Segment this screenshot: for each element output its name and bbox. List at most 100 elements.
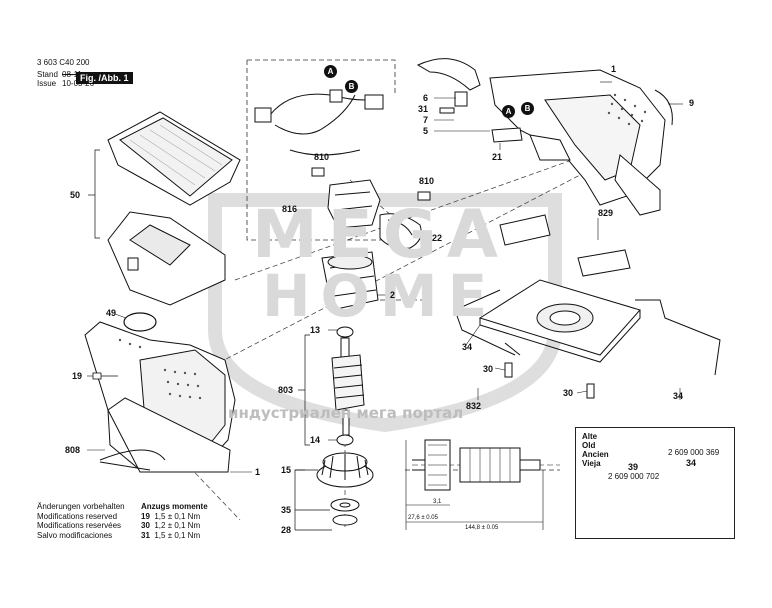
legend-label-old: Old [582,441,596,450]
dimension-3: 144,8 ± 0.05 [465,525,499,531]
stand-label: Stand [37,70,58,79]
fan-wheel [316,452,374,488]
note-fr: Modifications reservées [37,521,122,530]
legend-part-old-number: 2 609 000 702 [608,472,660,481]
dust-filter-cover [107,111,241,206]
part-816: 816 [282,204,298,214]
part-808: 808 [65,445,81,455]
torque-ref: 30 [141,521,150,530]
dimension-2: 27,6 ± 0.05 [408,515,438,521]
marker-a-right: A [502,105,515,118]
screw-31 [439,107,455,114]
leader-lines [87,81,683,473]
cable-set [254,89,384,156]
pad-810-right [417,191,431,201]
part-30-left: 30 [483,364,494,374]
part-19: 19 [72,371,83,381]
figure-label: Fig. /Abb. 1 [76,72,133,84]
issue-label: Issue [37,79,57,88]
part-28: 28 [281,525,292,535]
clamp-wire-right [635,299,721,376]
torque-row: 30 1,2 ± 0,1 Nm [141,521,208,531]
housing-upper [416,58,666,216]
filter-mesh [129,124,223,186]
housing-upper-dots [607,93,647,126]
housing-grip-dots [118,338,202,400]
switch-block [327,179,381,229]
dust-box [107,211,226,306]
clamp-6 [454,91,468,107]
part-13: 13 [310,325,321,335]
torque-value: 1,2 ± 0,1 Nm [154,521,201,530]
part-829: 829 [598,208,614,218]
watermark-tagline: индустриален мега портал [228,404,464,422]
part-1-top: 1 [611,64,617,74]
watermark-line2: HOME [262,262,498,330]
legend-part-old: 39 [628,462,639,472]
legend-label-alte: Alte [582,432,598,441]
torque-row: 19 1,5 ± 0,1 Nm [141,512,208,522]
legend-part-new-number: 2 609 000 369 [668,448,720,457]
torque-table: Anzugs momente 19 1,5 ± 0,1 Nm 30 1,2 ± … [141,502,208,540]
dimension-drawing [405,439,560,530]
part-22: 22 [432,233,443,243]
part-9: 9 [689,98,695,108]
part-832: 832 [466,401,482,411]
watermark-line1: MEGA [252,196,509,273]
torque-ref: 31 [141,530,150,540]
note-de: Änderungen vorbehalten [37,502,125,511]
part-2: 2 [390,290,396,300]
part-7: 7 [423,115,429,125]
part-30-right: 30 [563,388,574,398]
part-34-left: 34 [462,342,473,352]
part-21: 21 [492,152,503,162]
legend-label-vieja: Vieja [582,459,601,468]
part-14: 14 [310,435,321,445]
armature-shaft [331,326,365,446]
part-5: 5 [423,126,429,136]
stator [321,251,379,311]
stand-value: 08-11 [62,70,82,79]
legend-part-new: 34 [686,458,697,468]
marker-a-top: A [324,65,337,78]
part-50: 50 [70,190,81,200]
bracket-50 [88,149,100,239]
clamp-wire-left [454,289,521,356]
part-810-left: 810 [314,152,330,162]
torque-value: 1,5 ± 0,1 Nm [154,511,201,521]
washer-35-hole [339,502,351,508]
legend-label-ancien: Ancien [582,450,609,459]
watermark-shield [208,193,562,433]
torque-row: 31 1,5 ± 0,1 Nm [141,531,208,541]
torque-title: Anzugs momente [141,502,208,511]
marker-b-top: B [345,80,358,93]
part-31: 31 [418,104,429,114]
cable-set-frame [246,59,396,241]
housing-lower [84,321,236,473]
brackets-armature [294,334,332,531]
note-es: Salvo modificaciones [37,530,113,540]
footer-notes: Änderungen vorbehalten Modifications res… [37,502,125,540]
base-plate [478,279,641,363]
dimension-1: 3,1 [433,499,442,505]
pad-810-left [311,167,325,177]
part-1-bottom: 1 [255,467,261,477]
part-810-right: 810 [419,176,435,186]
doc-number: 3 603 C40 200 [37,58,90,67]
note-en: Modifications reserved [37,511,118,521]
part-15: 15 [281,465,292,475]
torque-value: 1,5 ± 0,1 Nm [154,530,201,540]
cable-clamp-21 [491,127,523,143]
part-6: 6 [423,93,429,103]
replacement-legend: Alte Old Ancien Vieja 39 2 609 000 702 2… [575,427,735,539]
marker-b-right: B [521,102,534,115]
part-35: 35 [281,505,292,515]
part-803: 803 [278,385,294,395]
washer-28 [332,514,358,526]
torque-ref: 19 [141,511,150,521]
part-49: 49 [106,308,117,318]
clamps-829 [499,214,631,277]
seal-ring [123,312,157,332]
part-34-right: 34 [673,391,684,401]
